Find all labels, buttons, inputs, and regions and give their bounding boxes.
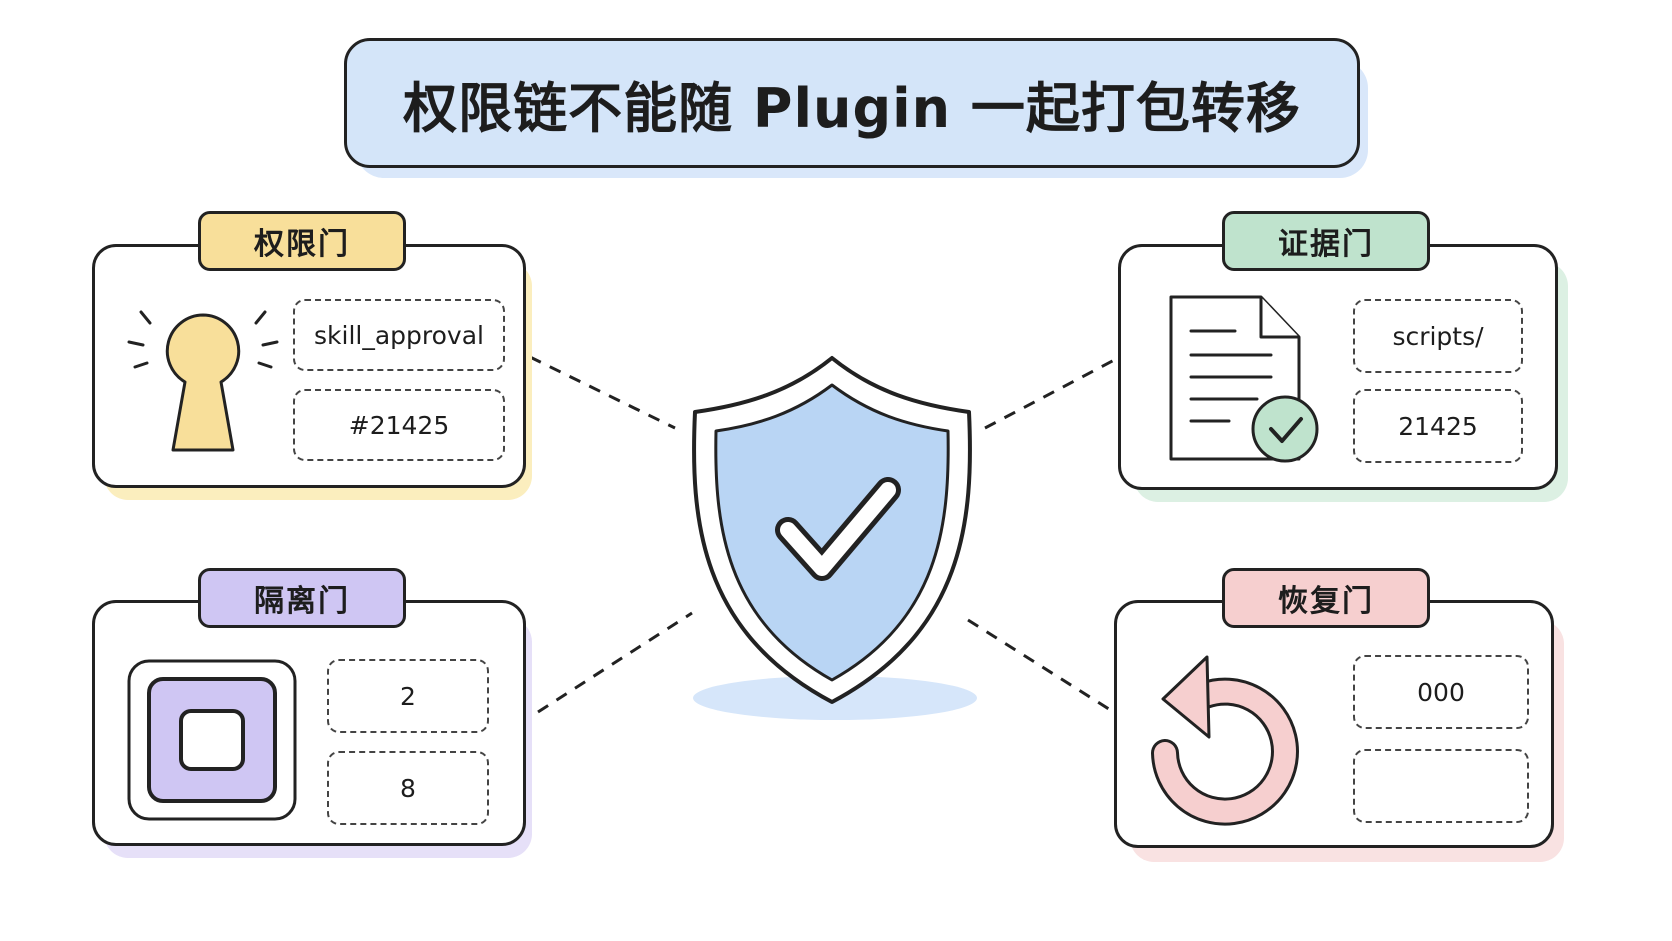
permission-gate-tab: 权限门 [198,211,406,271]
isolation-field-1: 2 [327,659,489,733]
evidence-field-1: scripts/ [1353,299,1523,373]
connector-permission [529,355,676,430]
recovery-field-2 [1353,749,1529,823]
isolation-gate-card: 2 8 [92,600,526,846]
evidence-field-2: 21425 [1353,389,1523,463]
isolation-field-2: 8 [327,751,489,825]
shield-check-icon [692,356,977,720]
document-check-icon [1169,295,1319,463]
evidence-gate-card: scripts/ 21425 [1118,244,1558,490]
recovery-field-1: 000 [1353,655,1529,729]
permission-field-2: #21425 [293,389,505,461]
connector-isolation [537,611,693,714]
connector-recovery [967,618,1113,713]
isolation-gate-tab: 隔离门 [198,568,406,628]
evidence-gate-tab: 证据门 [1222,211,1430,271]
connector-lines [529,355,1121,714]
nested-square-icon [127,659,297,821]
keyhole-icon [127,310,279,452]
undo-arrow-icon [1151,655,1299,826]
permission-gate-card: skill_approval #21425 [92,244,526,488]
connector-evidence [984,355,1121,430]
diagram-title: 权限链不能随 Plugin 一起打包转移 [344,38,1360,168]
recovery-gate-card: 000 [1114,600,1554,848]
recovery-gate-tab: 恢复门 [1222,568,1430,628]
permission-field-1: skill_approval [293,299,505,371]
